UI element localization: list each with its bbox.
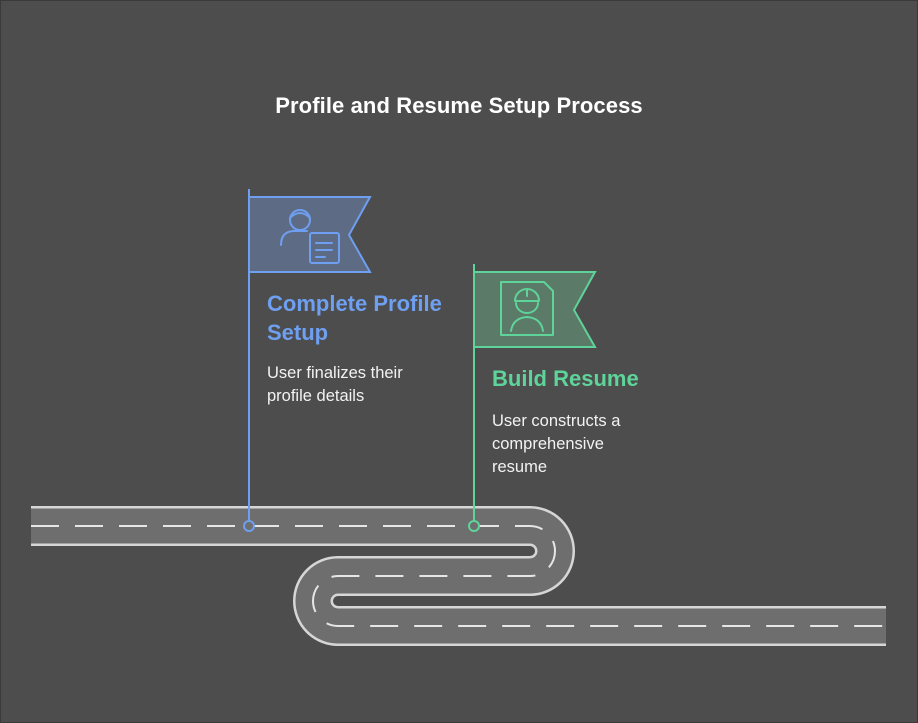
step-2-description: User constructs a comprehensive resume (492, 412, 621, 476)
step-2-title: Build Resume (492, 366, 639, 391)
step-1-description: User finalizes their profile details (267, 364, 403, 405)
user-profile-document-icon (280, 209, 340, 264)
diagram-title: Profile and Resume Setup Process (275, 93, 643, 118)
road (31, 506, 886, 646)
flag-step-1 (243, 189, 372, 532)
resume-engineer-icon (500, 281, 554, 336)
flag-step-2 (468, 264, 597, 532)
step-1-title: Complete Profile Setup (267, 291, 442, 345)
